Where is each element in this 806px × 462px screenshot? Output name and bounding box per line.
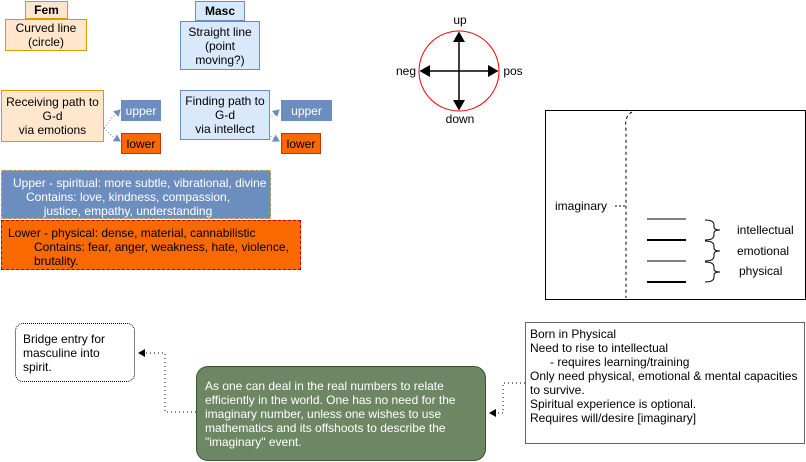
level-label-emotional: emotional [737,244,790,258]
axis-label-down: down [445,112,475,126]
complex-plane-circle [418,30,500,112]
upper-description-title: Upper - spiritual: more subtle, vibratio… [13,176,267,190]
lower-description: Lower - physical: dense, material, canna… [1,220,301,270]
fem-upper-tag: upper [121,100,161,121]
physical-to-real-connector [489,382,525,417]
masc-finding-path: Finding path to G-d via intellect [180,90,270,140]
brace-physical [704,261,721,283]
real-to-bridge-connector [138,349,196,413]
lower-description-title: Lower - physical: dense, material, canna… [8,226,256,240]
upper-description-contents: Contains: love, kindness, compassion, ju… [25,190,231,218]
axis-label-up: up [453,13,467,27]
masc-header: Masc [195,1,245,21]
fem-lower-tag: lower [121,133,161,154]
lower-description-contents: Contains: fear, anger, weakness, hate, v… [34,240,289,268]
physical-note-line: Spiritual experience is optional. [530,397,697,411]
masc-upper-tag: upper [281,100,332,121]
masc-to-upper-connector [261,109,280,129]
masc-lower-tag: lower [281,133,321,154]
physical-note: Born in Physical Need to rise to intelle… [525,322,805,444]
imaginary-panel [545,110,806,300]
axis-label-neg: neg [395,64,417,78]
imaginary-divider [625,111,633,298]
level-label-physical: physical [739,264,783,278]
fem-receiving-path: Receiving path to G-d via emotions [1,90,104,142]
real-numbers-note: As one can deal in the real numbers to r… [196,366,486,461]
bridge-entry-note: Bridge entry for masculine into spirit. [15,323,135,382]
fem-description: Curved line (circle) [5,19,87,51]
physical-note-line: Only need physical, emotional & mental c… [530,369,798,397]
fem-to-lower-connector [103,127,121,142]
level-label-intellectual: intellectual [737,223,794,237]
physical-note-line: Requires will/desire [imaginary] [530,411,697,425]
physical-note-line: Born in Physical [530,327,617,341]
masc-description: Straight line (point moving?) [180,21,260,70]
physical-note-line: Need to rise to intellectual [530,341,669,355]
imaginary-label: imaginary [555,199,608,213]
upper-description: Upper - spiritual: more subtle, vibratio… [1,170,271,219]
fem-header: Fem [25,1,68,19]
brace-emotional [704,240,721,262]
axis-label-pos: pos [503,64,523,78]
fem-to-upper-connector [103,109,121,129]
physical-note-line: - requires learning/training [530,355,690,369]
brace-intellectual [704,219,721,241]
